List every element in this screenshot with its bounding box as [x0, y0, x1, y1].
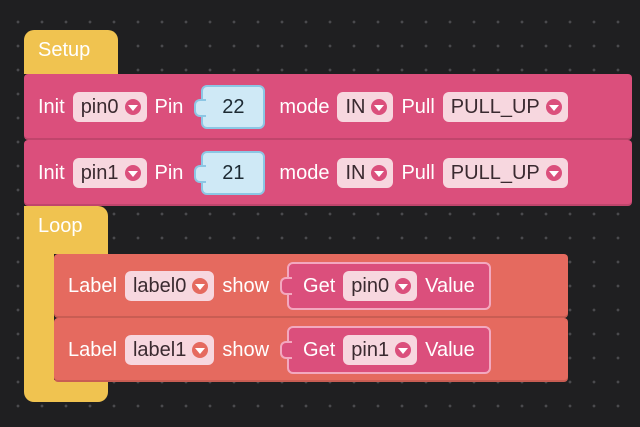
pull-label: Pull	[401, 161, 435, 184]
pin-variable-dropdown[interactable]: pin0	[72, 92, 147, 122]
mode-dropdown[interactable]: IN	[337, 92, 394, 122]
pin-variable-dropdown[interactable]: pin1	[72, 158, 147, 188]
chevron-down-icon	[371, 99, 388, 115]
mode-label: mode	[279, 161, 330, 184]
label-keyword: Label	[68, 338, 117, 361]
chevron-down-icon	[545, 99, 562, 115]
get-label: Get	[303, 338, 336, 361]
pin-label: Pin	[154, 95, 184, 118]
setup-block[interactable]: Setup	[24, 30, 118, 74]
init-label: Init	[38, 95, 65, 118]
mode-label: mode	[279, 95, 330, 118]
show-label: show	[222, 274, 270, 297]
chevron-down-icon	[395, 342, 412, 358]
pull-dropdown[interactable]: PULL_UP	[442, 158, 568, 188]
loop-block-bottom	[24, 380, 108, 402]
pin-init-block-pin0[interactable]: Init pin0 Pin 22 mode IN Pull PULL_UP	[24, 74, 632, 140]
loop-label: Loop	[38, 215, 83, 237]
label-variable-dropdown[interactable]: label1	[124, 335, 215, 365]
label-show-block-label1[interactable]: Label label1 show Get pin1 Value	[54, 318, 568, 382]
label-keyword: Label	[68, 274, 117, 297]
chevron-down-icon	[192, 342, 209, 358]
chevron-down-icon	[192, 278, 209, 294]
chevron-down-icon	[545, 165, 562, 181]
chevron-down-icon	[371, 165, 388, 181]
pull-label: Pull	[401, 95, 435, 118]
show-label: show	[222, 338, 270, 361]
get-pin-value-block[interactable]: Get pin1 Value	[280, 326, 491, 374]
pull-dropdown[interactable]: PULL_UP	[442, 92, 568, 122]
pin-label: Pin	[154, 161, 184, 184]
setup-label: Setup	[38, 39, 91, 61]
chevron-down-icon	[124, 99, 141, 115]
chevron-down-icon	[124, 165, 141, 181]
chevron-down-icon	[395, 278, 412, 294]
get-label: Get	[303, 274, 336, 297]
pin-variable-dropdown[interactable]: pin1	[343, 335, 418, 365]
value-label: Value	[425, 338, 475, 361]
label-show-block-label0[interactable]: Label label0 show Get pin0 Value	[54, 254, 568, 318]
pin-variable-dropdown[interactable]: pin0	[343, 271, 418, 301]
get-pin-value-block[interactable]: Get pin0 Value	[280, 262, 491, 310]
pin-number-input[interactable]: 22	[194, 85, 266, 129]
value-label: Value	[425, 274, 475, 297]
pin-init-block-pin1[interactable]: Init pin1 Pin 21 mode IN Pull PULL_UP	[24, 140, 632, 206]
label-variable-dropdown[interactable]: label0	[124, 271, 215, 301]
pin-number-input[interactable]: 21	[194, 151, 266, 195]
init-label: Init	[38, 161, 65, 184]
mode-dropdown[interactable]: IN	[337, 158, 394, 188]
loop-block[interactable]: Loop	[24, 206, 108, 254]
